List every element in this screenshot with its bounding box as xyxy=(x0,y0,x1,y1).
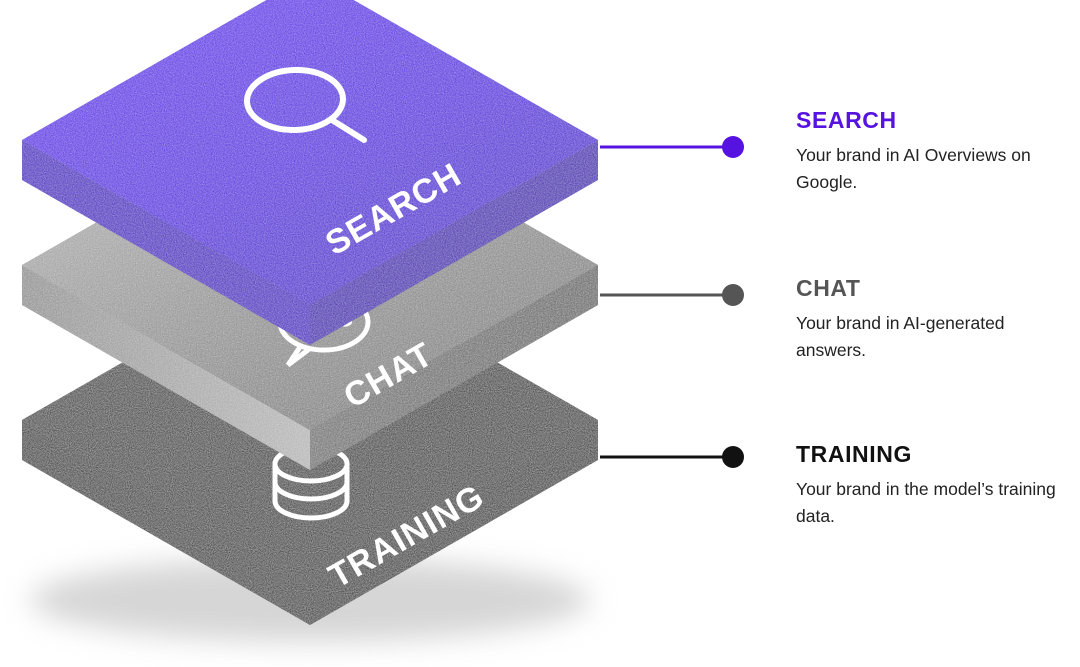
training-right-face xyxy=(310,420,598,625)
connector-chat xyxy=(600,284,744,306)
legend-item-search[interactable]: SEARCH Your brand in AI Overviews on Goo… xyxy=(796,107,1066,197)
legend-title-training: TRAINING xyxy=(796,441,912,467)
connector-search xyxy=(600,136,744,158)
legend-title-chat: CHAT xyxy=(796,275,861,301)
chat-left-face xyxy=(22,265,310,470)
layer-search[interactable]: SEARCH xyxy=(22,0,598,345)
search-right-face xyxy=(310,140,598,345)
magnifying-glass-icon xyxy=(244,66,367,143)
connector-training xyxy=(600,446,744,468)
chat-right-face xyxy=(310,265,598,470)
legend-description-training: Your brand in the model’s training data. xyxy=(796,479,1056,527)
legend-item-chat[interactable]: CHAT Your brand in AI-generated answers. xyxy=(796,275,1066,365)
legend-description-search: Your brand in AI Overviews on Google. xyxy=(796,145,1031,193)
search-left-face xyxy=(22,140,310,345)
connector-dot-search xyxy=(722,136,744,158)
legend-title-search: SEARCH xyxy=(796,107,897,133)
training-left-face xyxy=(22,420,310,625)
legend-item-training[interactable]: TRAINING Your brand in the model’s train… xyxy=(796,441,1066,531)
connector-dot-training xyxy=(722,446,744,468)
connector-dot-chat xyxy=(722,284,744,306)
legend-description-chat: Your brand in AI-generated answers. xyxy=(796,313,1005,361)
search-top-face xyxy=(22,0,598,305)
